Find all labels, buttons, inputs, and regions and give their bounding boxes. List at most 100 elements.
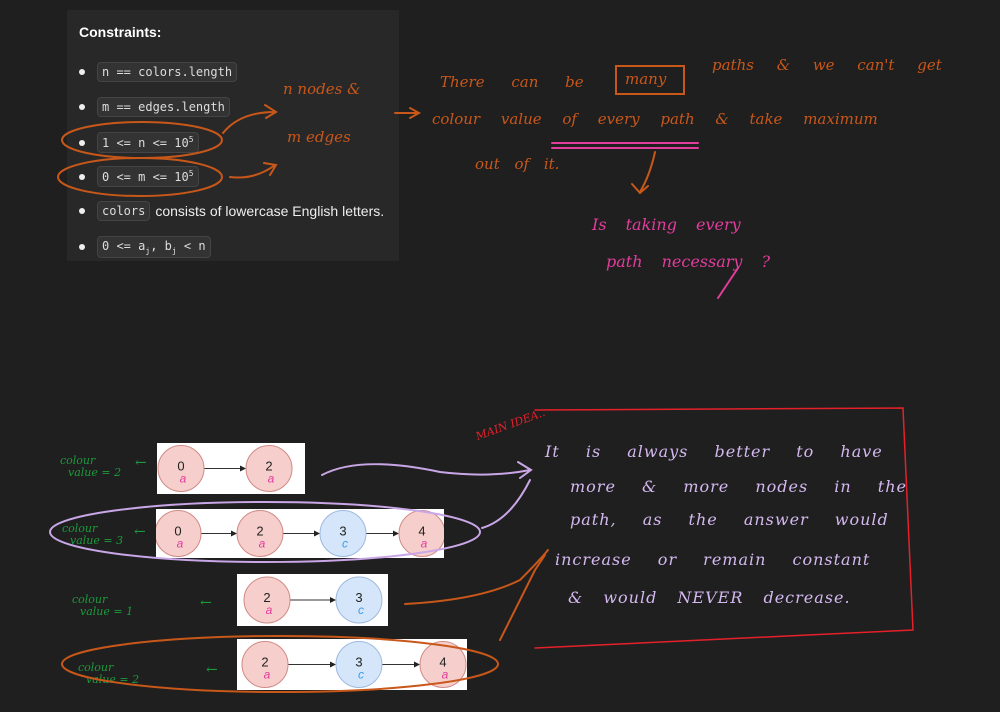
arrowhead-icon [314,530,320,537]
graph-node: 3c [319,510,367,557]
graph-node: 3c [335,641,383,688]
node-id: 3 [355,655,362,670]
idea-line: & would NEVER decrease. [568,588,851,607]
node-color: a [177,537,184,551]
constraint-text: consists of lowercase English letters. [155,203,385,219]
bullet-icon [79,244,85,251]
node-id: 4 [439,655,446,670]
circle-path4 [61,635,499,693]
bullet-icon [79,104,85,110]
constraint-code: colors [97,201,151,221]
node-color: a [442,668,449,682]
constraint-item: 1 <= n <= 105 [79,132,199,153]
arrow-path1 [321,461,533,479]
note-line2: colour value of every path & take maximu… [432,110,878,128]
arrowhead-icon [240,465,246,472]
bullet-icon [79,208,85,214]
node-id: 4 [418,524,425,539]
note-many: many [625,70,667,88]
graph-node: 4a [398,510,444,557]
node-id: 0 [174,524,181,539]
node-id: 2 [265,459,272,474]
arrow-question [631,151,656,195]
node-id: 0 [177,459,184,474]
graph-node: 2a [245,445,293,492]
arrow-to-note [394,107,422,119]
graph-node: 0a [156,510,202,557]
arrow-to-edges [229,162,278,179]
circle-path2 [49,501,481,563]
underline-every-path [551,142,699,149]
node-color: a [264,668,271,682]
constraints-panel: Constraints: n == colors.length m == edg… [67,10,399,261]
constraint-item: 0 <= m <= 105 [79,166,199,187]
node-id: 2 [261,655,268,670]
graph-node: 0a [157,445,205,492]
arrowhead-icon [393,530,399,537]
constraint-item: n == colors.length [79,62,238,82]
node-color: a [268,472,275,486]
bullet-icon [79,173,85,180]
node-color: a [421,537,428,551]
left-arrow-icon: ← [206,662,218,678]
main-idea-box [534,407,914,649]
graph-node: 3c [335,576,383,624]
constraints-title: Constraints: [79,24,162,40]
arrow-path4 [499,554,546,641]
graph-node: 2a [241,641,289,688]
arrowhead-icon [330,597,336,603]
constraint-code: m == edges.length [97,97,230,117]
left-arrow-icon: ← [134,524,146,540]
note-m-edges: m edges [287,128,351,146]
idea-line: path, as the answer would [570,510,889,529]
node-id: 3 [339,524,346,539]
bullet-icon [79,69,85,75]
arrow-to-nodes [222,104,278,134]
constraint-code: 0 <= m <= 105 [97,166,199,187]
idea-line: increase or remain constant [555,550,871,569]
idea-line: more & more nodes in the [570,477,907,496]
question-line2: path necessary ? [606,252,771,271]
note-line1a: There can be [440,73,584,91]
left-arrow-icon: ← [135,455,147,471]
node-color: c [342,537,348,551]
node-color: a [266,603,273,617]
graph-node: 2a [243,576,291,624]
node-color: a [259,537,266,551]
graph-node: 4a [419,641,467,688]
arrow-path3 [404,549,549,605]
arrowhead-icon [231,530,237,537]
note-n-nodes: n nodes & [283,80,361,98]
constraint-item: m == edges.length [79,97,230,117]
idea-line: It is always better to have [545,442,883,461]
arrowhead-icon [414,661,420,668]
underline-necessary [717,267,739,299]
circle-m-constraint [57,157,223,197]
bullet-icon [79,139,85,146]
node-color: c [358,603,364,617]
question-line1: Is taking every [592,215,741,234]
constraint-code: 0 <= aj, bj < n [97,236,211,259]
constraint-code: 1 <= n <= 105 [97,132,199,153]
path-diagram: 2a 3c [237,574,388,626]
note-line3: out of it. [475,155,560,173]
constraint-code: n == colors.length [97,62,238,82]
left-arrow-icon: ← [200,595,212,611]
node-id: 2 [256,524,263,539]
arrow-path2 [481,479,531,529]
node-color: c [358,668,364,682]
constraint-item: 0 <= aj, bj < n [79,236,211,259]
circle-n-constraint [61,121,223,159]
note-line1b: paths & we can't get [712,56,942,74]
node-id: 3 [355,590,362,605]
node-color: a [180,472,187,486]
